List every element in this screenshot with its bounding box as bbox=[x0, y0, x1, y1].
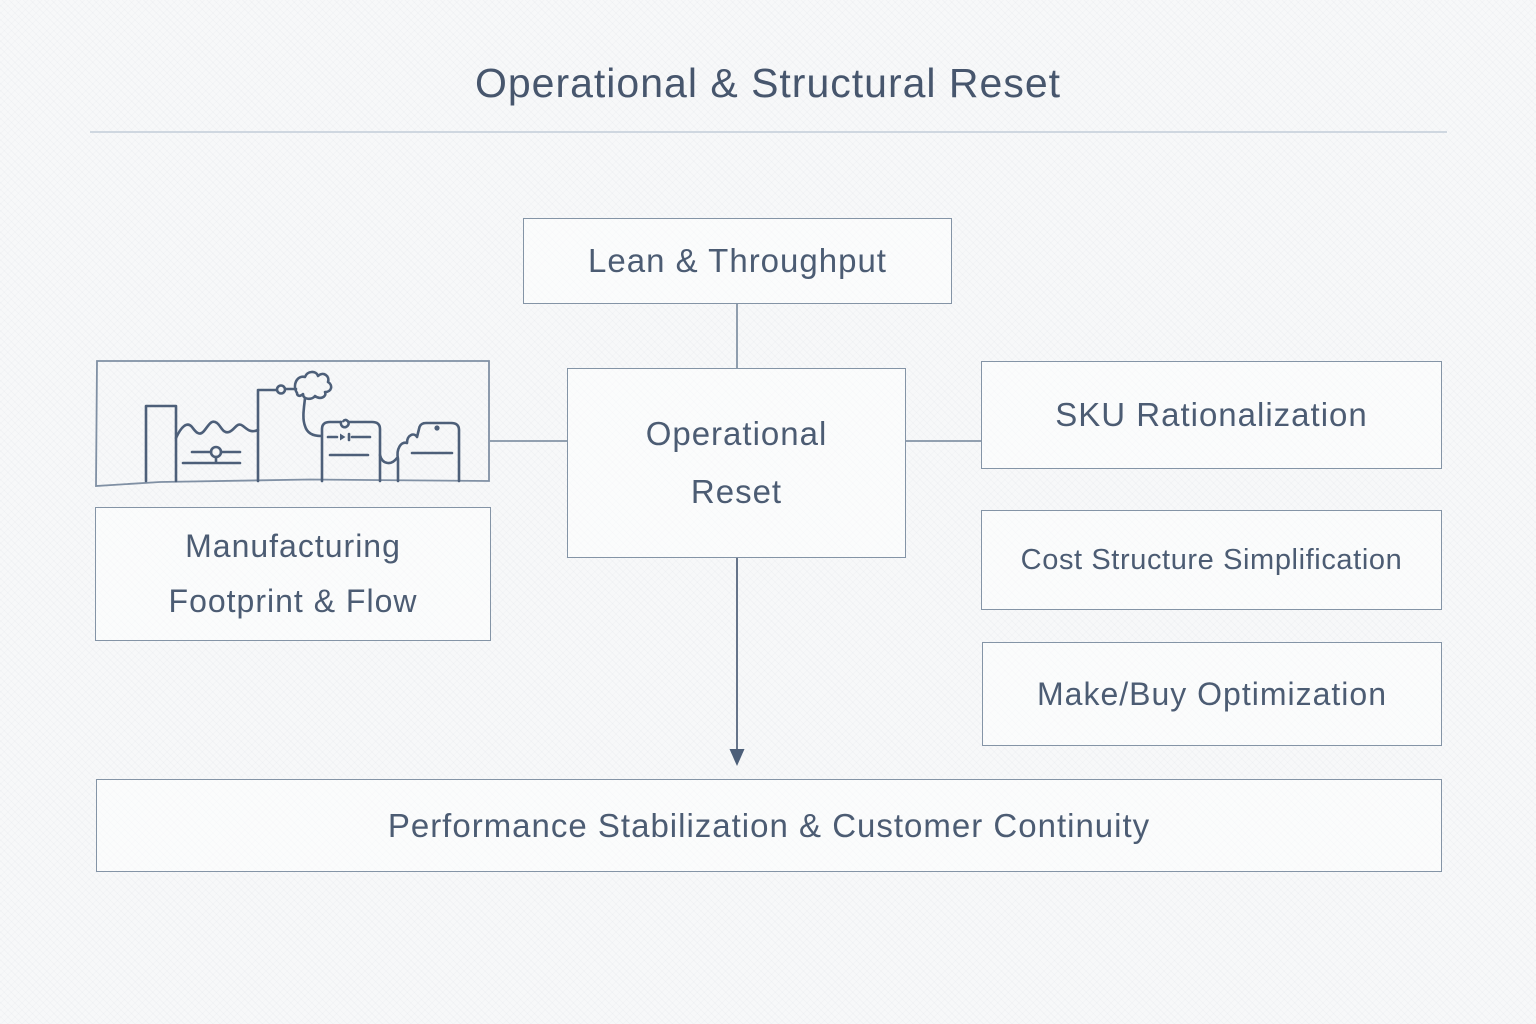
node-manufacturing-label-line2: Footprint & Flow bbox=[168, 583, 418, 619]
node-cost-label: Cost Structure Simplification bbox=[1020, 543, 1403, 576]
slide-title: Operational & Structural Reset bbox=[474, 60, 1062, 106]
sketch-cloud-scribble bbox=[293, 370, 333, 401]
sketch-wavy-roof bbox=[174, 420, 260, 440]
sketch-hall-wall bbox=[256, 388, 278, 483]
node-lean-throughput: Lean & Throughput bbox=[523, 218, 952, 304]
node-manufacturing-label-line1: Manufacturing bbox=[185, 528, 401, 564]
node-manufacturing-footprint: Manufacturing Footprint & Flow bbox=[95, 507, 491, 641]
arrow-head-icon bbox=[729, 749, 745, 766]
sketch-machine1-left bbox=[320, 420, 343, 483]
sketch-machine2-dot bbox=[434, 425, 440, 431]
node-operational-reset: Operational Reset bbox=[567, 368, 906, 558]
node-performance-label: Performance Stabilization & Customer Con… bbox=[387, 806, 1151, 844]
title-divider bbox=[90, 131, 1447, 133]
node-make-buy-optimization: Make/Buy Optimization bbox=[982, 642, 1442, 746]
sketch-machine1-right bbox=[347, 420, 382, 483]
factory-sketch-icon bbox=[95, 360, 490, 487]
node-make-buy-label: Make/Buy Optimization bbox=[1036, 675, 1387, 712]
factory-sketch-frame bbox=[95, 360, 490, 487]
node-sku-rationalization: SKU Rationalization bbox=[981, 361, 1442, 469]
node-performance-stabilization: Performance Stabilization & Customer Con… bbox=[96, 779, 1442, 872]
sketch-conveyor-roller bbox=[209, 445, 223, 459]
sketch-tower bbox=[144, 404, 178, 483]
sketch-machine1-curl bbox=[339, 418, 350, 429]
arrow-operational-to-performance bbox=[729, 558, 745, 766]
sketch-drop-line bbox=[302, 396, 323, 438]
node-sku-label: SKU Rationalization bbox=[1055, 396, 1368, 433]
sketch-bridge bbox=[378, 453, 399, 465]
node-lean-throughput-label: Lean & Throughput bbox=[588, 242, 887, 279]
node-operational-reset-label-line2: Reset bbox=[690, 473, 783, 510]
sketch-machine2-outline bbox=[396, 421, 461, 483]
node-operational-reset-label-line1: Operational bbox=[645, 415, 828, 452]
sketch-machine1-arrow-mark bbox=[340, 433, 346, 441]
sketch-rail-bead bbox=[275, 384, 287, 395]
node-cost-structure-simplification: Cost Structure Simplification bbox=[981, 510, 1442, 610]
